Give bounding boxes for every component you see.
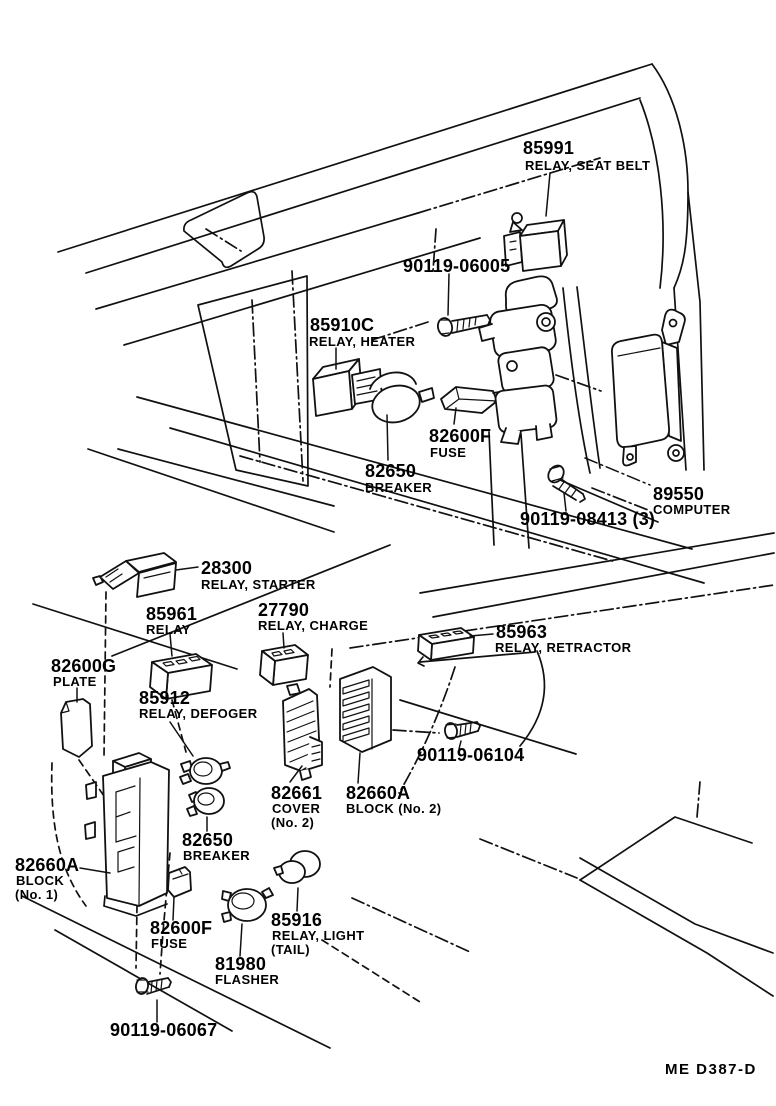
- part-number: 27790: [258, 600, 309, 620]
- computer-part: [611, 308, 686, 467]
- part-desc: PLATE: [53, 674, 97, 689]
- breaker-lower-label: 82650 BREAKER: [182, 830, 250, 863]
- breaker-upper-part: [369, 371, 435, 424]
- part-number: 90119-08413 (3): [520, 509, 655, 529]
- tail-light-relay-part: [273, 850, 321, 884]
- defogger-relay-socket-part: [179, 757, 231, 785]
- part-desc-2: (TAIL): [271, 942, 310, 957]
- tail-light-relay-label: 85916 RELAY, LIGHT (TAIL): [271, 910, 364, 957]
- block-no1-label: 82660A BLOCK (No. 1): [15, 855, 79, 902]
- computer-label: 89550 COMPUTER: [653, 484, 731, 517]
- part-number: 85916: [271, 910, 322, 930]
- part-desc: RELAY: [146, 622, 191, 637]
- part-desc: COMPUTER: [653, 502, 731, 517]
- part-number: 28300: [201, 558, 252, 578]
- heater-relay-part: [312, 358, 383, 417]
- screw-08413-label: 90119-08413 (3): [520, 509, 655, 529]
- screw-06067-label: 90119-06067: [110, 1020, 217, 1040]
- part-desc: BREAKER: [183, 848, 250, 863]
- part-desc: RELAY, STARTER: [201, 577, 316, 592]
- part-number: 90119-06067: [110, 1020, 217, 1040]
- part-desc: BREAKER: [365, 480, 432, 495]
- part-labels: 85991 RELAY, SEAT BELT 90119-06005 85910…: [15, 138, 757, 1078]
- solenoid-assembly-part: [478, 275, 558, 445]
- part-desc-2: (No. 2): [271, 815, 314, 830]
- seat-belt-relay-label: 85991 RELAY, SEAT BELT: [523, 138, 650, 173]
- part-number: 82650: [182, 830, 233, 850]
- relay-85961-part: [149, 653, 213, 700]
- lower-dash-structure: [21, 532, 775, 1049]
- part-number: 85910C: [310, 315, 374, 335]
- part-number: 82600F: [150, 918, 212, 938]
- drawing-code: ME D387-D: [665, 1061, 757, 1078]
- part-number: 85912: [139, 688, 190, 708]
- flasher-label: 81980 FLASHER: [215, 954, 279, 987]
- part-number: 82600F: [429, 426, 491, 446]
- relay-85961-label: 85961 RELAY: [146, 604, 197, 637]
- part-number: 89550: [653, 484, 704, 504]
- heater-relay-label: 85910C RELAY, HEATER: [309, 315, 416, 349]
- part-desc: RELAY, RETRACTOR: [495, 640, 632, 655]
- part-number: 82661: [271, 783, 322, 803]
- starter-relay-part: [92, 552, 177, 598]
- breaker-lower-socket-part: [186, 787, 225, 817]
- part-desc: RELAY, LIGHT: [272, 928, 364, 943]
- block-no1-part: [84, 752, 170, 917]
- part-number: 85991: [523, 138, 574, 158]
- screw-06104-part: [444, 721, 481, 740]
- block-no2-label: 82660A BLOCK (No. 2): [346, 783, 441, 816]
- part-number: 82660A: [346, 783, 410, 803]
- plate-part: [60, 698, 93, 758]
- part-desc: RELAY, HEATER: [309, 334, 416, 349]
- screw-06067-part: [135, 977, 172, 995]
- part-desc: BLOCK (No. 2): [346, 801, 441, 816]
- part-desc: RELAY, CHARGE: [258, 618, 368, 633]
- part-desc: FLASHER: [215, 972, 279, 987]
- upper-dash-structure: [57, 63, 705, 584]
- fuse-lower-part: [167, 866, 192, 898]
- part-desc: FUSE: [151, 936, 187, 951]
- screw-06104-label: 90119-06104: [417, 745, 524, 765]
- part-number: 85961: [146, 604, 197, 624]
- part-number: 82600G: [51, 656, 116, 676]
- part-number: 90119-06104: [417, 745, 524, 765]
- cover-no2-label: 82661 COVER (No. 2): [271, 783, 322, 830]
- starter-relay-label: 28300 RELAY, STARTER: [201, 558, 316, 592]
- part-number: 81980: [215, 954, 266, 974]
- breaker-upper-label: 82650 BREAKER: [365, 461, 432, 495]
- charge-relay-label: 27790 RELAY, CHARGE: [258, 600, 368, 633]
- fuse-lower-label: 82600F FUSE: [150, 918, 212, 951]
- part-number: 82650: [365, 461, 416, 481]
- retractor-relay-part: [417, 627, 475, 667]
- leader-lines: [76, 172, 651, 1023]
- screw-06005-label: 90119-06005: [403, 256, 510, 276]
- flasher-part: [221, 887, 274, 923]
- screw-08413-part: [547, 464, 586, 503]
- part-number: 90119-06005: [403, 256, 510, 276]
- defogger-relay-label: 85912 RELAY, DEFOGER: [139, 688, 258, 721]
- part-desc: RELAY, DEFOGER: [139, 706, 258, 721]
- fuse-upper-label: 82600F FUSE: [429, 426, 491, 460]
- charge-relay-part: [259, 644, 309, 696]
- part-desc: COVER: [272, 801, 320, 816]
- seat-belt-relay-part: [503, 212, 568, 272]
- block-no2-part: [339, 666, 392, 753]
- plate-label: 82600G PLATE: [51, 656, 116, 689]
- retractor-relay-label: 85963 RELAY, RETRACTOR: [495, 622, 632, 655]
- part-number: 82660A: [15, 855, 79, 875]
- part-desc-2: (No. 1): [15, 887, 58, 902]
- part-desc: BLOCK: [16, 873, 64, 888]
- cover-no2-part: [282, 688, 323, 781]
- part-number: 85963: [496, 622, 547, 642]
- part-desc: RELAY, SEAT BELT: [525, 158, 650, 173]
- screw-06005-part: [437, 314, 491, 337]
- part-desc: FUSE: [430, 445, 466, 460]
